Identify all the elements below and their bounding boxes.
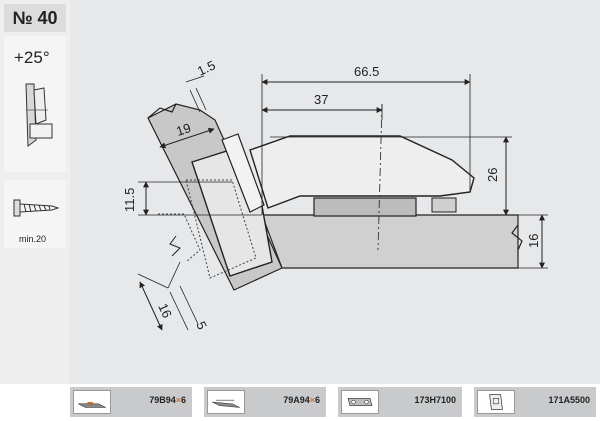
dim-11-5: 11.5 <box>122 188 137 212</box>
accessory-item[interactable]: 79B94×6 <box>70 387 192 417</box>
dim-16-left: 16 <box>155 301 175 320</box>
dim-66-5: 66.5 <box>354 64 379 79</box>
screw-min-label: min.20 <box>19 234 47 244</box>
accessory-code: 173H7100 <box>414 395 456 405</box>
hinge-angle-icon <box>25 83 53 147</box>
angle-label: +25° <box>14 48 50 67</box>
dim-5: 5 <box>193 319 210 332</box>
dim-16-right: 16 <box>526 234 541 248</box>
accessory-code: 171A5500 <box>548 395 590 405</box>
dim-19: 19 <box>174 120 192 139</box>
dim-1-5: 1.5 <box>195 57 218 78</box>
mounting-plate <box>313 197 417 217</box>
screw-icon <box>13 199 60 217</box>
hinge-diagram: 66.5 37 26 16 11.5 19 1.5 16 5 <box>122 57 548 332</box>
accessory-code: 79B94×6 <box>149 395 186 405</box>
accessory-code: 79A94×6 <box>283 395 320 405</box>
accessory-item[interactable]: 173H7100 <box>338 387 462 417</box>
accessory-item[interactable]: 79A94×6 <box>204 387 326 417</box>
model-number-badge: № 40 <box>4 4 66 32</box>
mounting-plate-icon <box>341 390 379 414</box>
dim-37: 37 <box>314 92 328 107</box>
accessory-item[interactable]: 171A5500 <box>474 387 596 417</box>
hinge-arm <box>249 135 475 209</box>
plate-icon <box>73 390 111 414</box>
cover-cap-icon <box>477 390 515 414</box>
dim-26: 26 <box>485 168 500 182</box>
plate-icon <box>207 390 245 414</box>
door-panel <box>261 214 519 269</box>
